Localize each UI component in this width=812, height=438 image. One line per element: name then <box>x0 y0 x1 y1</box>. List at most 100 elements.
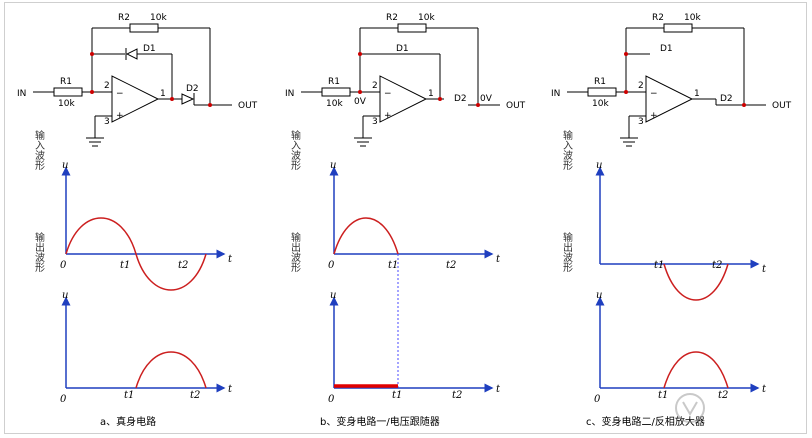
minus-sign: − <box>384 89 392 99</box>
node-voltage-label: 0V <box>480 94 493 104</box>
opamp <box>111 75 160 123</box>
diode-d2 <box>181 93 195 105</box>
resistor-r1 <box>587 87 617 97</box>
u-label: u <box>330 290 336 301</box>
pin1-label: 1 <box>428 89 434 99</box>
t2-label: t2 <box>452 390 462 401</box>
t-label: t <box>228 254 233 265</box>
pin1-label: 1 <box>160 89 166 99</box>
d2-label: D2 <box>720 94 733 104</box>
u-label: u <box>62 290 68 301</box>
t-label: t <box>496 254 501 265</box>
r2-label: R2 <box>386 13 398 23</box>
panel-a: IN R1 10k − + 2 3 1 R2 10k D1 <box>17 13 258 428</box>
side-label-output: 输出波形 <box>561 231 573 273</box>
output-label: OUT <box>772 101 792 111</box>
r1-value: 10k <box>592 99 609 109</box>
r2-label: R2 <box>118 13 130 23</box>
t2-label: t2 <box>712 260 722 271</box>
side-label-input: 输入波形 <box>289 129 301 171</box>
t2-label: t2 <box>446 260 456 271</box>
plus-sign: + <box>116 111 124 121</box>
d2-label: D2 <box>186 84 199 94</box>
input-label: IN <box>285 89 294 99</box>
origin-label: 0 <box>594 394 601 405</box>
side-label-input: 输入波形 <box>561 129 573 171</box>
figure-frame <box>4 2 807 434</box>
resistor-r2 <box>129 23 159 33</box>
t-label: t <box>762 384 767 395</box>
origin-label: 0 <box>60 260 67 271</box>
r2-value: 10k <box>150 13 167 23</box>
side-label-input: 输入波形 <box>33 129 45 171</box>
r2-value: 10k <box>684 13 701 23</box>
output-label: OUT <box>506 101 526 111</box>
t-label: t <box>496 384 501 395</box>
caption-b: b、变身电路一/电压跟随器 <box>320 415 440 428</box>
t-label: t <box>762 264 767 275</box>
d1-label: D1 <box>143 44 156 54</box>
t1-label: t1 <box>658 390 668 401</box>
resistor-r2 <box>663 23 693 33</box>
opamp <box>645 75 694 123</box>
resistor-r1 <box>53 87 83 97</box>
u-label: u <box>596 290 602 301</box>
caption-c: c、变身电路二/反相放大器 <box>586 415 705 428</box>
pin3-label: 3 <box>372 117 378 127</box>
r1-label: R1 <box>594 77 606 87</box>
output-wave-c <box>663 263 729 301</box>
r1-label: R1 <box>60 77 72 87</box>
t1-label: t1 <box>120 260 130 271</box>
t2-label: t2 <box>718 390 728 401</box>
pin3-label: 3 <box>104 117 110 127</box>
pin2-label: 2 <box>372 81 378 91</box>
opamp <box>379 75 428 123</box>
pin3-label: 3 <box>638 117 644 127</box>
resistor-r2 <box>397 23 427 33</box>
t1-label: t1 <box>124 390 134 401</box>
side-label-output: 输出波形 <box>33 231 45 273</box>
watermark-logo <box>675 393 705 423</box>
u-label: u <box>596 160 602 171</box>
d1-label: D1 <box>660 44 673 54</box>
t-label: t <box>228 384 233 395</box>
pin2-label: 2 <box>104 81 110 91</box>
output-wave-a <box>135 351 207 389</box>
plus-sign: + <box>650 111 658 121</box>
t1-label: t1 <box>388 260 398 271</box>
caption-a: a、真身电路 <box>100 415 156 428</box>
input-wave-b <box>333 217 399 255</box>
origin-label: 0 <box>60 394 67 405</box>
side-label-output: 输出波形 <box>289 231 301 273</box>
input-label: IN <box>17 89 26 99</box>
u-label: u <box>330 160 336 171</box>
resistor-r1 <box>321 87 351 97</box>
r1-value: 10k <box>58 99 75 109</box>
d1-label: D1 <box>396 44 409 54</box>
r1-value: 10k <box>326 99 343 109</box>
input-label: IN <box>551 89 560 99</box>
r2-value: 10k <box>418 13 435 23</box>
output-label: OUT <box>238 101 258 111</box>
origin-label: 0 <box>328 394 335 405</box>
minus-sign: − <box>650 89 658 99</box>
minus-sign: − <box>116 89 124 99</box>
input-wave-c <box>663 351 729 389</box>
node-voltage-label: 0V <box>354 97 367 107</box>
r1-label: R1 <box>328 77 340 87</box>
r2-label: R2 <box>652 13 664 23</box>
pin2-label: 2 <box>638 81 644 91</box>
origin-label: 0 <box>328 260 335 271</box>
diode-d1 <box>125 48 138 60</box>
t1-label: t1 <box>392 390 402 401</box>
plus-sign: + <box>384 111 392 121</box>
d2-label: D2 <box>454 94 467 104</box>
panel-b: IN R1 10k 0V − + 2 3 1 R2 10k D1 D2 0V <box>285 13 526 428</box>
t2-label: t2 <box>178 260 188 271</box>
u-label: u <box>62 160 68 171</box>
t1-label: t1 <box>654 260 664 271</box>
panel-c: IN R1 10k − + 2 3 1 R2 10k D1 D2 OUT <box>551 13 792 428</box>
t2-label: t2 <box>190 390 200 401</box>
pin1-label: 1 <box>694 89 700 99</box>
